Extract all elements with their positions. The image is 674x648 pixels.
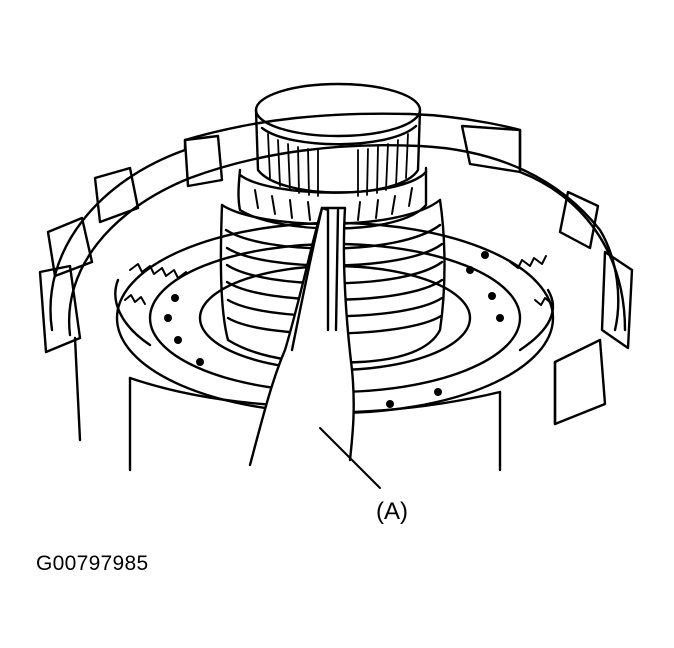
figure-id: G00797985 (36, 552, 149, 575)
callout-leader (319, 427, 381, 489)
tool-a (248, 206, 355, 467)
callout-label-a: (A) (376, 498, 408, 525)
splined-cap (254, 82, 422, 197)
outer-housing (38, 112, 634, 472)
plate-holes (164, 251, 504, 408)
serrated-edges (124, 255, 552, 306)
